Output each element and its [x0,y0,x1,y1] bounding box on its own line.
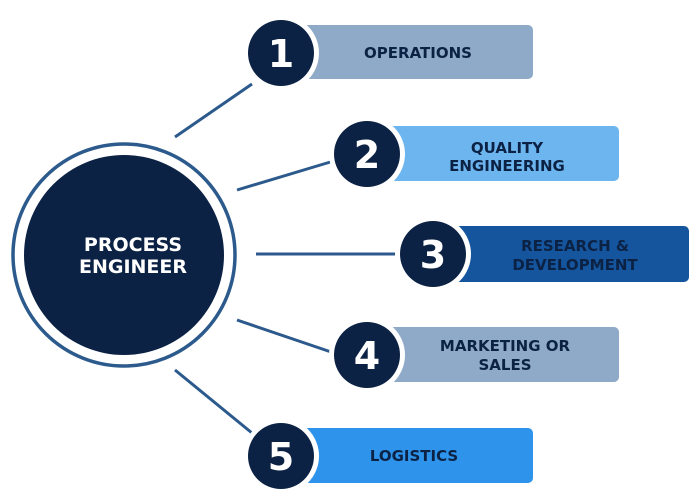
item-number: 3 [420,233,446,277]
connector-5 [174,368,253,435]
item-logistics: LOGISTICS 5 [243,418,533,494]
item-number-disc [334,322,400,388]
center-circle [24,155,224,355]
item-box [280,428,533,483]
item-quality-engineering: QUALITY ENGINEERING 2 [329,116,619,192]
item-label-line-2: DEVELOPMENT [512,256,638,274]
item-marketing-sales: MARKETING OR SALES 4 [329,317,619,393]
item-number-disc [248,423,314,489]
item-label-line-1: QUALITY [471,139,544,157]
connector-2 [236,158,338,192]
item-label-line-1: RESEARCH & [521,237,629,255]
center-node: PROCESS ENGINEER [11,142,237,368]
item-label-line-2: ENGINEERING [449,157,565,175]
item-operations: OPERATIONS 1 [243,15,533,91]
item-number: 2 [354,133,380,177]
connector-1 [174,82,253,139]
item-label-line-1: MARKETING OR [440,337,571,355]
item-label-line-1: OPERATIONS [364,44,472,62]
item-box [366,327,619,382]
connector-4 [236,318,338,356]
item-number: 5 [268,435,294,479]
center-label-line-1: PROCESS [84,234,182,256]
item-number: 1 [268,32,294,76]
item-number: 4 [354,334,380,378]
item-number-disc [248,20,314,86]
item-research-development: RESEARCH & DEVELOPMENT 3 [395,216,689,292]
item-box [366,126,619,181]
item-label-line-1: LOGISTICS [370,447,458,465]
item-box [432,226,689,282]
item-number-disc [400,221,466,287]
item-box [280,25,533,79]
item-label-line-2: SALES [478,356,531,374]
center-label-line-2: ENGINEER [79,256,187,278]
item-number-disc [334,121,400,187]
